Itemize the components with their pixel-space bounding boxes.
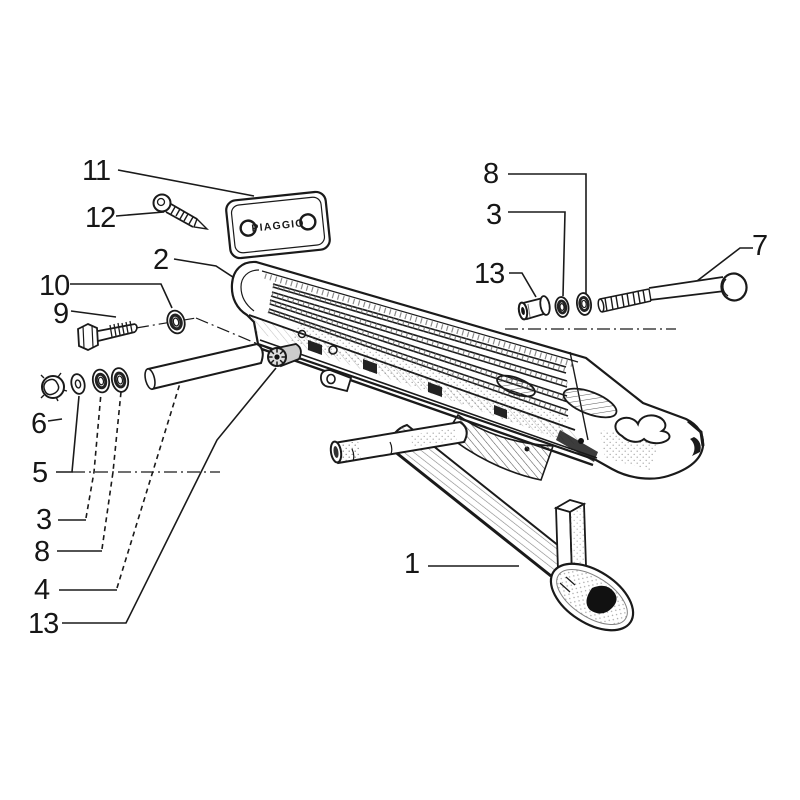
bolt7-shaft bbox=[648, 276, 726, 301]
leader-13-left bbox=[62, 367, 277, 624]
lock-nut-6 bbox=[40, 372, 68, 402]
tail-slot-hole bbox=[562, 387, 618, 419]
arm-bar-dark-edge bbox=[388, 445, 552, 578]
part-label-hex-bolt-4: 9 bbox=[53, 298, 69, 330]
leader-4-dashed bbox=[116, 379, 182, 589]
part-label-washer-3: 10 bbox=[39, 270, 70, 302]
washer-5 bbox=[70, 373, 86, 395]
leader-13-right bbox=[509, 272, 537, 298]
bushing-13-right bbox=[517, 295, 551, 321]
part-label-badge-plate-0: 11 bbox=[82, 155, 111, 187]
bolt7-head-detail bbox=[722, 274, 748, 298]
badge-outer bbox=[225, 190, 331, 260]
part-label-long-bolt-14: 7 bbox=[752, 230, 768, 262]
part-label-bushing-10: 13 bbox=[28, 608, 59, 640]
leader-11 bbox=[117, 169, 255, 197]
screw-head bbox=[152, 193, 172, 213]
rack-hole-small-1 bbox=[297, 329, 307, 339]
bushing-13-left bbox=[267, 343, 302, 368]
part-label-support-arm-15: 1 bbox=[404, 548, 420, 580]
bolt7-thread-guides bbox=[599, 288, 652, 313]
nut-serrations bbox=[40, 372, 68, 402]
leader-10 bbox=[70, 283, 173, 309]
leader-8-right bbox=[508, 173, 587, 294]
leader-lines bbox=[47, 169, 753, 624]
badge-hole-left bbox=[239, 219, 257, 237]
badge-inner bbox=[230, 196, 326, 254]
part-label-lock-nut-5: 6 bbox=[31, 408, 47, 440]
part-label-washer-12: 3 bbox=[486, 199, 502, 231]
rack-bracket-hole bbox=[326, 373, 336, 385]
rod-end-face bbox=[144, 368, 156, 390]
rack-side-cutouts bbox=[308, 340, 507, 419]
screw-shaft bbox=[165, 203, 198, 228]
washer-8-left bbox=[110, 367, 130, 393]
part-label-washer-7: 3 bbox=[36, 504, 52, 536]
rack-rail-top bbox=[259, 339, 598, 459]
badge-plate: PIAGGIO bbox=[225, 190, 331, 260]
bolt9-shaft bbox=[97, 323, 136, 342]
post-side-shading bbox=[570, 504, 586, 575]
leader-3-dashed bbox=[85, 392, 102, 519]
badge-screw bbox=[152, 193, 210, 231]
part-label-bushing-13: 13 bbox=[474, 258, 505, 290]
rack-platform bbox=[230, 260, 705, 481]
part-label-spacer-rod-9: 4 bbox=[34, 574, 50, 606]
nut-swirl bbox=[43, 378, 60, 396]
rack-gusset-plate bbox=[444, 413, 555, 481]
rack-underside-shadow bbox=[556, 430, 598, 462]
bushing-right-shade bbox=[527, 303, 531, 318]
hex-bolt-9 bbox=[77, 320, 138, 351]
tail-end-edge bbox=[687, 419, 705, 447]
leader-9 bbox=[70, 310, 117, 318]
screw-threads bbox=[170, 206, 194, 225]
tube-stipple-2 bbox=[410, 428, 457, 447]
leader-6 bbox=[47, 418, 63, 422]
bolt9-head-facets bbox=[82, 325, 94, 349]
washer-3-right bbox=[554, 296, 570, 318]
arm-foot-marks bbox=[559, 576, 576, 593]
part-label-badge-screw-1: 12 bbox=[85, 202, 116, 234]
arm-bar-texture bbox=[389, 425, 569, 576]
bolt9-tip bbox=[134, 323, 138, 333]
bushing-right-bore bbox=[521, 307, 525, 315]
bushing-left-splines bbox=[267, 347, 287, 367]
rack-hole-small-2 bbox=[328, 345, 338, 355]
part-label-rack-platform-2: 2 bbox=[153, 244, 169, 276]
rack-top-rim bbox=[261, 270, 579, 363]
part-label-washer-11: 8 bbox=[483, 158, 499, 190]
leader-7 bbox=[696, 247, 753, 282]
part-label-washer-6: 5 bbox=[32, 457, 48, 489]
long-bolt-7 bbox=[597, 272, 748, 313]
bushing-right-flange bbox=[539, 295, 551, 316]
washer-8-right bbox=[576, 292, 592, 316]
leader-3-right bbox=[508, 211, 566, 297]
leader-5 bbox=[56, 395, 80, 473]
badge-hole-right bbox=[299, 213, 317, 231]
axis-lines bbox=[72, 317, 676, 473]
part-label-washer-8: 8 bbox=[34, 536, 50, 568]
washer-3-left bbox=[91, 368, 111, 394]
bolt9-threads bbox=[109, 320, 133, 338]
tube-end-bore bbox=[333, 446, 339, 458]
badge-text: PIAGGIO bbox=[251, 217, 305, 235]
tail-end-notch bbox=[690, 437, 701, 456]
axis-left bbox=[135, 317, 273, 351]
tail-stud-1 bbox=[578, 438, 584, 444]
tail-hook-cutout bbox=[614, 414, 671, 445]
bolt7-thread-end bbox=[597, 298, 605, 313]
leader-12 bbox=[115, 211, 165, 217]
rack-nose-rim bbox=[240, 269, 260, 312]
screw-head-detail bbox=[156, 197, 166, 207]
arm-foot-hole bbox=[586, 585, 617, 614]
bushing-left-bore bbox=[274, 354, 280, 360]
tube-stipple bbox=[340, 441, 361, 461]
rack-slot-hole bbox=[496, 374, 536, 398]
screw-tip bbox=[193, 217, 210, 231]
washer-10 bbox=[166, 309, 186, 335]
spacer-rod-4 bbox=[144, 342, 264, 391]
support-arm bbox=[329, 420, 635, 632]
